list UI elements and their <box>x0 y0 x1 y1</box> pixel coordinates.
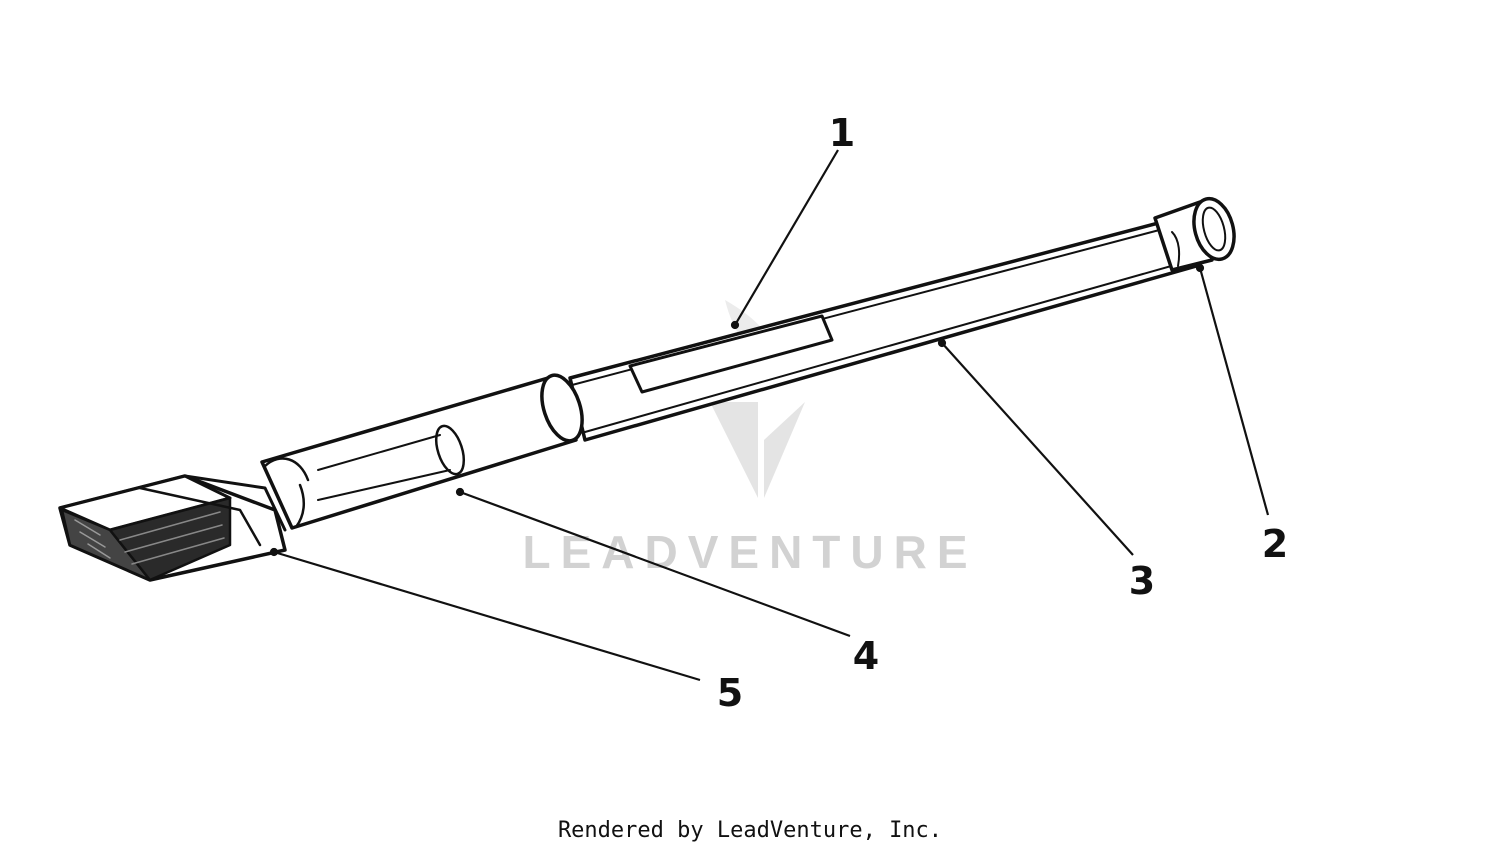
brush-head <box>58 474 287 582</box>
tube-label <box>628 314 834 394</box>
watermark-text: LEADVENTURE <box>522 526 977 578</box>
handle-sleeve <box>260 373 584 530</box>
leader-line-5 <box>269 547 701 682</box>
leader-line-1 <box>730 149 839 330</box>
end-cap <box>1153 196 1236 272</box>
leader-lines <box>269 149 1270 682</box>
footer-credit: Rendered by LeadVenture, Inc. <box>557 818 943 843</box>
callouts: 1 2 3 4 5 <box>717 111 1288 715</box>
leader-line-3 <box>937 338 1134 556</box>
tube <box>568 214 1202 442</box>
tube-assembly <box>58 196 1236 582</box>
callout-4: 4 <box>853 634 879 678</box>
leader-line-4 <box>455 487 851 638</box>
callout-3: 3 <box>1129 559 1155 603</box>
leader-line-2 <box>1195 263 1270 516</box>
callout-2: 2 <box>1262 522 1288 566</box>
callout-1: 1 <box>829 111 855 155</box>
leadventure-watermark: LEADVENTURE <box>522 300 977 578</box>
callout-5: 5 <box>717 671 743 715</box>
